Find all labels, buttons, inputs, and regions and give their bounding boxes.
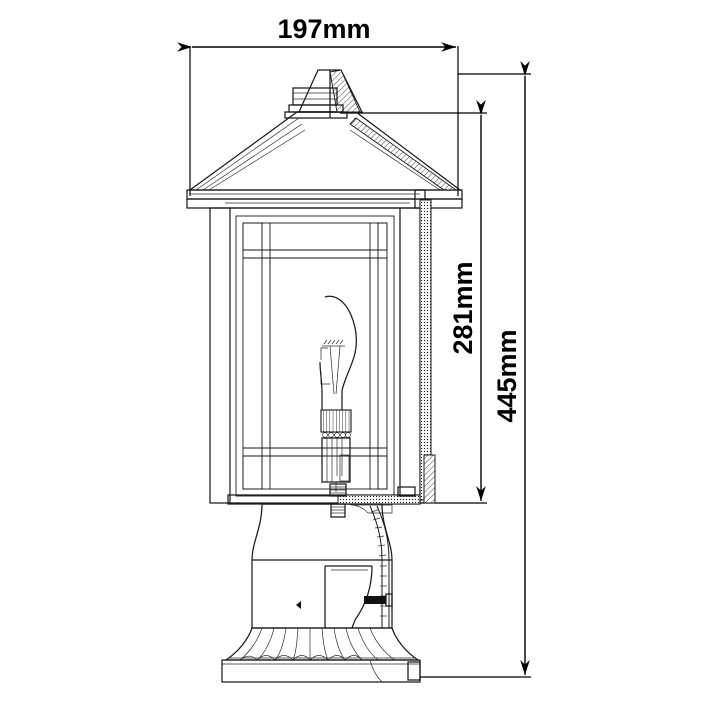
plinth [221, 659, 421, 683]
direction-marker [296, 601, 301, 609]
light-bulb [319, 295, 358, 413]
lantern-frame [209, 199, 436, 504]
dimension-label-width: 197mm [277, 14, 370, 44]
side-screw [364, 596, 386, 604]
pedestal-column [251, 503, 393, 629]
lantern-fixture [186, 69, 463, 683]
dimension-width-197mm: 197mm [177, 14, 459, 196]
glass-panes [269, 257, 371, 449]
dimension-overall-height-445mm: 445mm [420, 61, 531, 678]
left-post [209, 207, 231, 504]
fluted-foot [223, 627, 421, 661]
dimension-label-lantern-height: 281mm [448, 261, 478, 354]
dimension-label-overall-height: 445mm [492, 329, 522, 422]
finial-cap [284, 69, 364, 119]
lamp-socket [320, 409, 352, 492]
